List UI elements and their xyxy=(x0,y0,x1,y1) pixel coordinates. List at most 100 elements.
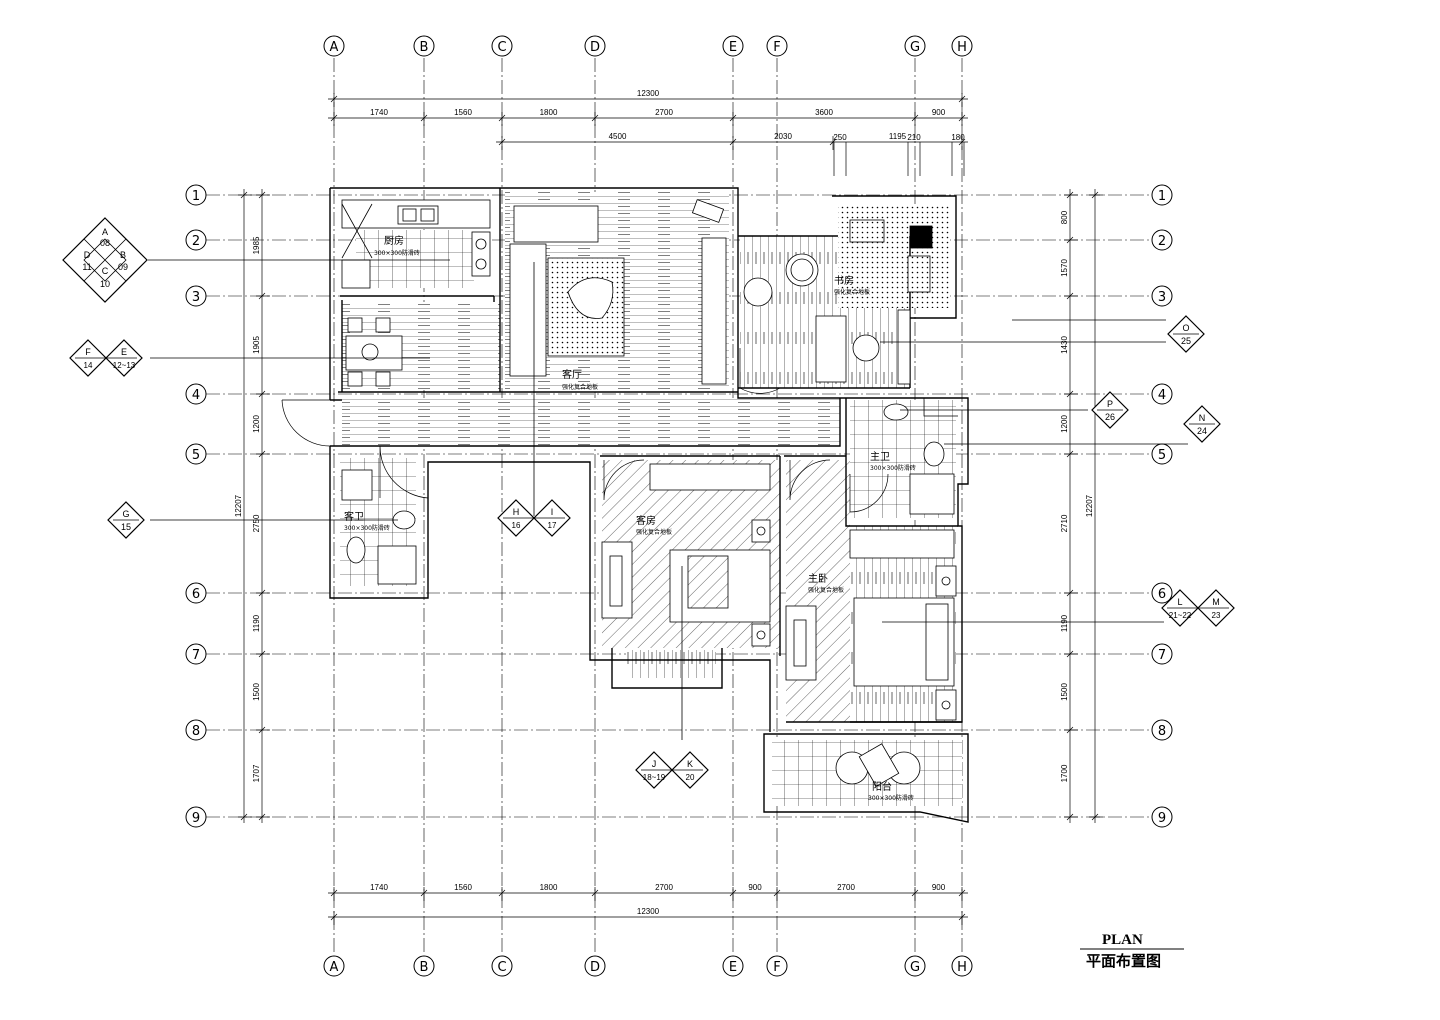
grid-row-label: 3 xyxy=(192,290,200,305)
grid-bubble-row-3-right: 3 xyxy=(1151,285,1173,307)
dimension-text: 250 xyxy=(833,133,847,142)
room-sub-kitchen: 300×300防滑砖 xyxy=(374,249,420,257)
grid-bubble-H-bottom: H xyxy=(951,955,973,977)
grid-row-label: 2 xyxy=(1158,234,1166,249)
marker-text: C xyxy=(102,266,109,276)
grid-col-label: A xyxy=(330,960,339,975)
grid-bubble-C-bottom: C xyxy=(491,955,513,977)
grid-row-label: 8 xyxy=(1158,724,1166,739)
dimension-text: 900 xyxy=(932,883,946,892)
room-label-guest-room: 客房 xyxy=(636,514,656,527)
grid-bubble-row-1-left: 1 xyxy=(185,184,207,206)
marker-text: 20 xyxy=(686,773,695,782)
grid-bubble-row-4-left: 4 xyxy=(185,383,207,405)
dimension-text: 2700 xyxy=(655,108,673,117)
dimension-text: 1570 xyxy=(1060,259,1069,277)
doors xyxy=(281,348,958,513)
grid-bubble-G-top: G xyxy=(904,35,926,57)
marker-text: 14 xyxy=(84,361,93,370)
dimension-text: 1430 xyxy=(1060,336,1069,354)
dimension-text: 12207 xyxy=(234,494,243,517)
dimension-text: 180 xyxy=(951,133,965,142)
grid-row-label: 8 xyxy=(192,724,200,739)
marker-text: 18~19 xyxy=(643,773,666,782)
elevation-marker-jk: J 18~19 K 20 xyxy=(635,751,709,789)
marker-text: P xyxy=(1107,399,1113,409)
dimension-text: 1800 xyxy=(540,108,558,117)
marker-text: 12~13 xyxy=(113,361,136,370)
grid-col-label: F xyxy=(773,40,780,55)
room-label-guest-bath: 客卫 xyxy=(344,510,364,523)
elevation-marker-p: P26 xyxy=(1091,391,1129,429)
grid-col-label: B xyxy=(420,40,429,55)
dimension-text: 900 xyxy=(932,108,946,117)
grid-col-label: G xyxy=(910,960,920,975)
marker-text: O xyxy=(1182,323,1189,333)
grid-bubble-D-top: D xyxy=(584,35,606,57)
dimension-text: 1740 xyxy=(370,883,388,892)
grid-bubble-row-2-right: 2 xyxy=(1151,229,1173,251)
dimension-text: 1500 xyxy=(1060,683,1069,701)
dimension-text: 1707 xyxy=(252,764,261,782)
grid-row-label: 3 xyxy=(1158,290,1166,305)
grid-bubble-row-1-right: 1 xyxy=(1151,184,1173,206)
grid-row-label: 1 xyxy=(192,189,200,204)
marker-text: 17 xyxy=(548,521,557,530)
grid-row-label: 6 xyxy=(1158,587,1166,602)
dimension-text: 1500 xyxy=(252,683,261,701)
dimension-text: 800 xyxy=(1060,210,1069,224)
dimension-text: 2700 xyxy=(837,883,855,892)
dimension-text: 1200 xyxy=(1060,415,1069,433)
dimension-text: 2750 xyxy=(252,514,261,532)
marker-text: J xyxy=(652,759,657,769)
dimension-text: 2700 xyxy=(655,883,673,892)
elevation-marker-o: O25 xyxy=(1167,315,1205,353)
grid-col-label: E xyxy=(729,40,737,55)
marker-text: 24 xyxy=(1197,426,1207,436)
grid-row-label: 6 xyxy=(192,587,200,602)
grid-col-label: A xyxy=(330,40,339,55)
room-label-kitchen: 厨房 xyxy=(384,234,404,247)
room-sub-living: 强化复合地板 xyxy=(562,383,598,391)
dimension-text: 1195 xyxy=(889,132,907,141)
marker-text: A xyxy=(102,227,108,237)
marker-text: 21~22 xyxy=(1169,611,1192,620)
marker-text: N xyxy=(1199,413,1206,423)
study-desk xyxy=(815,315,847,383)
dimension-text: 12300 xyxy=(637,907,660,916)
grid-row-label: 4 xyxy=(1158,388,1166,403)
grid-col-label: H xyxy=(957,960,967,975)
corridor-floor xyxy=(342,398,840,446)
grid-col-label: F xyxy=(773,960,780,975)
grid-col-label: D xyxy=(590,960,600,975)
grid-bubble-row-5-left: 5 xyxy=(185,443,207,465)
dimension-text: 2030 xyxy=(774,132,792,141)
marker-text: 16 xyxy=(512,521,521,530)
walls xyxy=(329,187,969,823)
grid-bubble-G-bottom: G xyxy=(904,955,926,977)
grid-row-label: 7 xyxy=(192,648,200,663)
grid-row-label: 9 xyxy=(192,811,200,826)
marker-text: H xyxy=(513,507,520,517)
dimension-text: 3600 xyxy=(815,108,833,117)
room-sub-master-bed: 强化复合地板 xyxy=(808,586,844,594)
grid-row-label: 4 xyxy=(192,388,200,403)
grid-bubble-D-bottom: D xyxy=(584,955,606,977)
dimension-text: 12300 xyxy=(637,89,660,98)
room-sub-study: 强化复合地板 xyxy=(834,288,870,296)
guest-balcony-floor xyxy=(626,650,716,678)
marker-text: K xyxy=(687,759,693,769)
grid-bubble-B-top: B xyxy=(413,35,435,57)
marker-text: G xyxy=(122,509,129,519)
marker-text: 23 xyxy=(1212,611,1221,620)
dimension-text: 4500 xyxy=(609,132,627,141)
room-label-balcony: 阳台 xyxy=(872,780,892,793)
room-sub-guest-room: 强化复合地板 xyxy=(636,528,672,536)
elevation-marker-n: N 24 xyxy=(1183,405,1221,443)
marker-text: 09 xyxy=(118,262,128,272)
grid-col-label: B xyxy=(420,960,429,975)
grid-row-label: 5 xyxy=(1158,448,1166,463)
